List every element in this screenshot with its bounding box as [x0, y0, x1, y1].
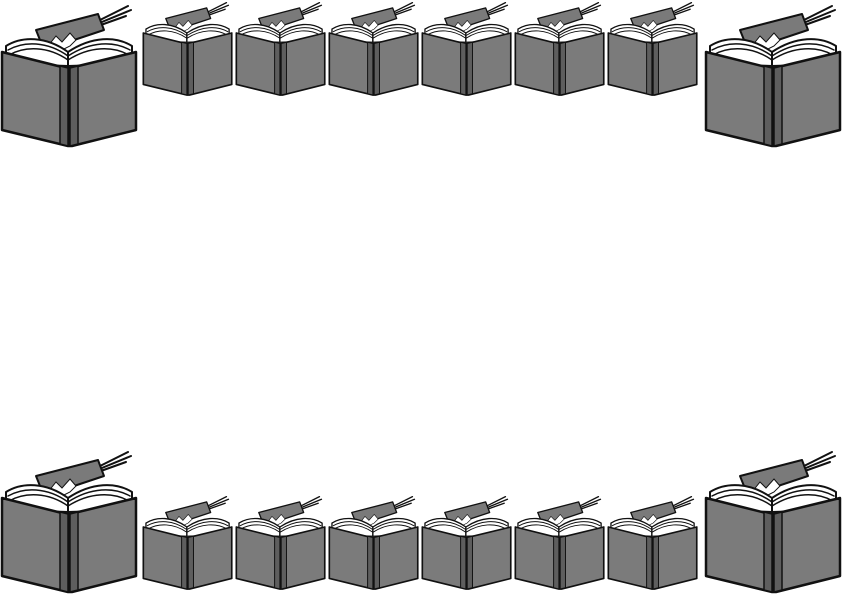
book-icon [328, 495, 419, 590]
book-icon [514, 495, 605, 590]
corner-book-top-right [704, 4, 842, 148]
bottom-book-row [142, 495, 698, 590]
book-icon [235, 495, 326, 590]
book-icon [142, 495, 233, 590]
book-icon [421, 1, 512, 96]
book-icon [607, 1, 698, 96]
blank-content-area [150, 160, 690, 440]
book-icon [235, 1, 326, 96]
book-icon [421, 495, 512, 590]
top-book-row [142, 1, 698, 96]
book-icon [142, 1, 233, 96]
book-icon [328, 1, 419, 96]
book-icon [514, 1, 605, 96]
book-icon [607, 495, 698, 590]
corner-book-top-left [0, 4, 138, 148]
corner-book-bottom-left [0, 450, 138, 594]
corner-book-bottom-right [704, 450, 842, 594]
